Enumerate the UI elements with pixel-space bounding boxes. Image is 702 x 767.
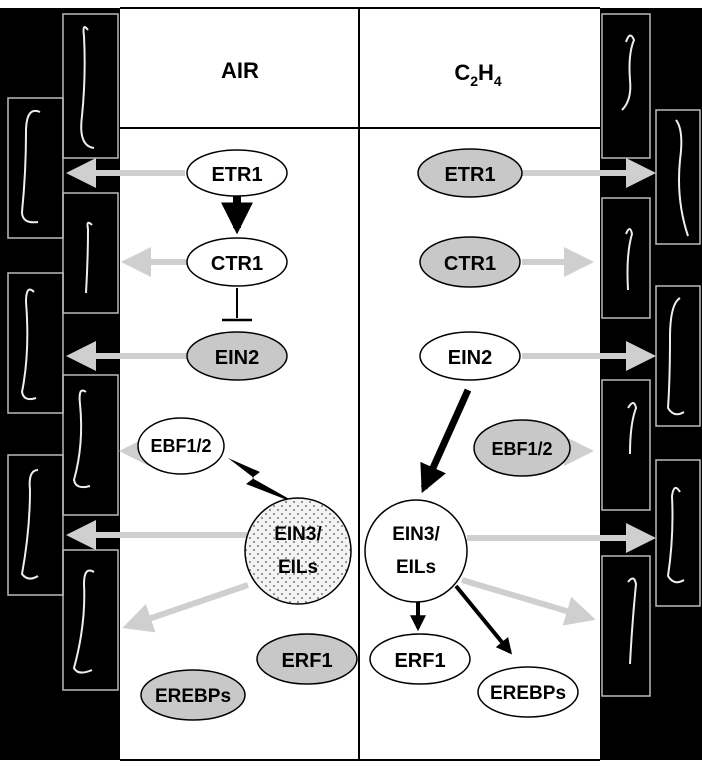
ethylene-ein3-label-2: EILs	[396, 557, 436, 578]
air-node-ein2: EIN2	[186, 331, 288, 381]
ethylene-node-ein2: EIN2	[419, 331, 521, 381]
air-ein2-label: EIN2	[215, 347, 259, 369]
air-ebf-label: EBF1/2	[150, 436, 211, 456]
ethylene-node-ebf: EBF1/2	[473, 419, 571, 477]
ethylene-node-erebps: EREBPs	[477, 666, 579, 718]
center-frame	[120, 7, 600, 761]
air-ein3-label-2: EILs	[278, 557, 318, 578]
ethylene-node-erf1: ERF1	[369, 633, 471, 685]
ethylene-arrows	[410, 158, 656, 655]
air-ein3-label-1: EIN3/	[274, 524, 322, 545]
right-seedling-panel	[600, 8, 702, 760]
ethylene-ebf-label: EBF1/2	[491, 439, 552, 459]
ethylene-etr1-label: ETR1	[444, 164, 495, 186]
ethylene-erf1-label: ERF1	[394, 650, 445, 672]
air-erf1-label: ERF1	[281, 650, 332, 672]
air-node-erebps: EREBPs	[140, 669, 246, 721]
ethylene-ctr1-label: CTR1	[444, 253, 496, 275]
air-node-ctr1: CTR1	[186, 237, 288, 287]
air-node-erf1: ERF1	[256, 633, 358, 685]
left-seedling-panel	[0, 8, 120, 760]
air-etr1-label: ETR1	[211, 164, 262, 186]
air-node-ein3: EIN3/ EILs	[244, 497, 352, 605]
header-ethylene: C2H4	[454, 60, 502, 89]
air-node-ebf: EBF1/2	[137, 417, 225, 475]
air-erebps-label: EREBPs	[155, 686, 231, 707]
air-arrows	[66, 158, 300, 633]
header-air: AIR	[221, 58, 259, 83]
ethylene-node-ctr1: CTR1	[419, 236, 521, 288]
ethylene-erebps-label: EREBPs	[490, 683, 566, 704]
air-ctr1-label: CTR1	[211, 253, 263, 275]
ethylene-node-ein3: EIN3/ EILs	[364, 499, 468, 603]
ethylene-ein3-label-1: EIN3/	[392, 524, 440, 545]
ethylene-ein2-label: EIN2	[448, 347, 492, 369]
ethylene-node-etr1: ETR1	[417, 148, 523, 198]
air-node-etr1: ETR1	[186, 149, 288, 197]
